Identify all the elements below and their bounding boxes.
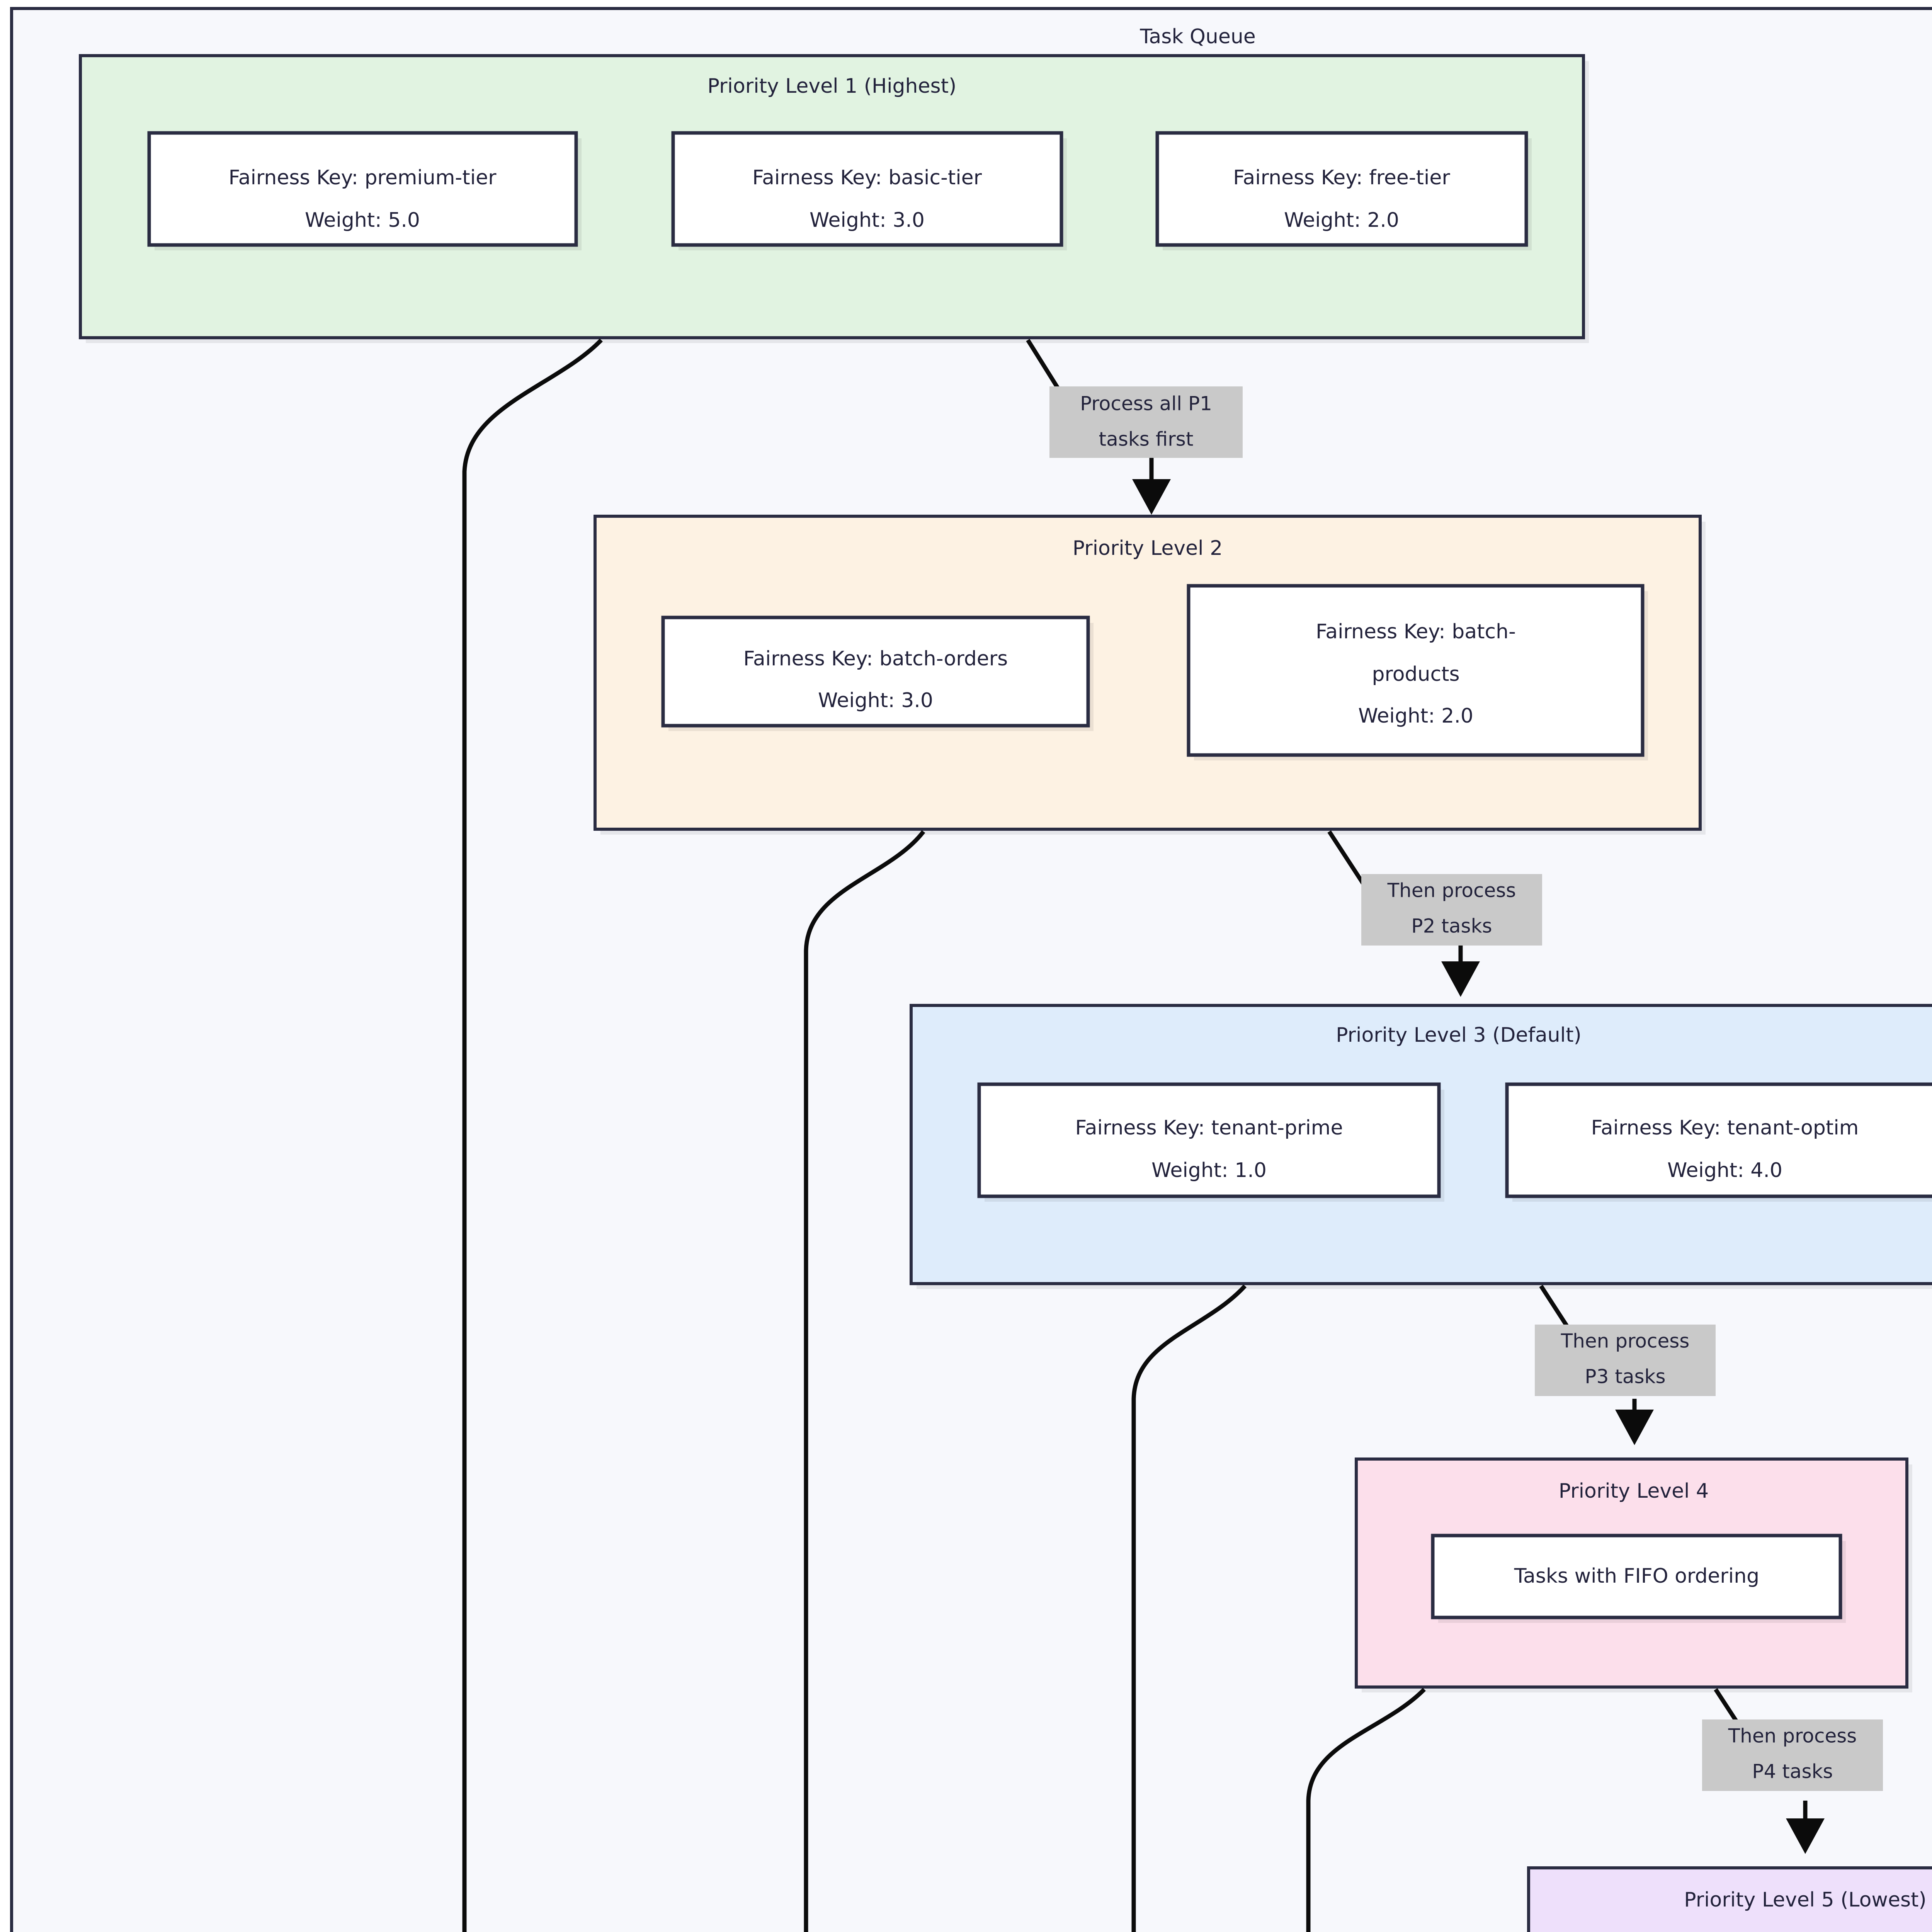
cluster-priority-3: Priority Level 3 (Default) Fairness Key:… <box>910 1004 1932 1289</box>
p2a-line1: Fairness Key: batch-orders <box>743 647 1008 670</box>
edge-label-p3-p4-line2: P3 tasks <box>1585 1366 1665 1388</box>
edge-label-p4-p5-bg <box>1702 1719 1883 1791</box>
edge-label-p4-p5-line1: Then process <box>1728 1725 1857 1747</box>
p1c-line1: Fairness Key: free-tier <box>1233 166 1450 189</box>
edge-p4-to-workers <box>1306 1688 1426 1932</box>
p2b-line2: products <box>1372 663 1459 686</box>
p1b-line1: Fairness Key: basic-tier <box>752 166 982 189</box>
cluster-priority-4: Priority Level 4 Tasks with FIFO orderin… <box>1355 1458 1912 1692</box>
p1a-rect[interactable] <box>147 131 578 247</box>
edge-label-p1-p2-line2: tasks first <box>1099 428 1194 451</box>
p1-title: Priority Level 1 (Highest) <box>707 75 957 98</box>
p1a-line1: Fairness Key: premium-tier <box>228 166 497 189</box>
edge-label-p3-p4: Then process P3 tasks <box>1535 1325 1716 1396</box>
p3b-line2: Weight: 4.0 <box>1667 1159 1782 1182</box>
edge-p2-to-p3 <box>1327 830 1480 997</box>
edge-label-p3-p4-bg <box>1535 1325 1716 1396</box>
node-p3-tenant-optim[interactable]: Fairness Key: tenant-optim Weight: 4.0 <box>1505 1082 1932 1202</box>
p5-title: Priority Level 5 (Lowest) <box>1684 1888 1926 1912</box>
cluster-priority-2: Priority Level 2 Fairness Key: batch-ord… <box>594 515 1706 835</box>
node-p3-tenant-prime[interactable]: Fairness Key: tenant-prime Weight: 1.0 <box>977 1082 1444 1202</box>
p5-rect <box>1527 1866 1932 1932</box>
edge-p1-to-workers <box>462 338 603 1932</box>
p3b-line1: Fairness Key: tenant-optim <box>1591 1116 1859 1139</box>
p4a-rect[interactable] <box>1431 1534 1842 1619</box>
node-p4-fifo[interactable]: Tasks with FIFO ordering <box>1431 1534 1846 1623</box>
cluster-priority-1: Priority Level 1 (Highest) Fairness Key:… <box>79 54 1589 343</box>
node-p2-batch-products[interactable]: Fairness Key: batch- products Weight: 2.… <box>1187 584 1648 760</box>
p3b-rect[interactable] <box>1505 1082 1932 1198</box>
p2a-rect[interactable] <box>661 616 1090 728</box>
arrowhead-p4-p5 <box>1786 1818 1825 1854</box>
p1c-line2: Weight: 2.0 <box>1284 209 1399 232</box>
p1b-rect[interactable] <box>671 131 1063 247</box>
p1b-line2: Weight: 3.0 <box>810 209 925 232</box>
p2a-line2: Weight: 3.0 <box>818 689 933 712</box>
p4-title: Priority Level 4 <box>1559 1480 1709 1503</box>
p1c-rect[interactable] <box>1155 131 1528 247</box>
p2b-rect[interactable] <box>1187 584 1645 757</box>
node-p1-free-tier[interactable]: Fairness Key: free-tier Weight: 2.0 <box>1155 131 1532 250</box>
arrowhead-p2-p3 <box>1441 961 1480 997</box>
p1a-line2: Weight: 5.0 <box>305 209 420 232</box>
task-queue-title: Task Queue <box>1139 25 1256 48</box>
node-p1-basic-tier[interactable]: Fairness Key: basic-tier Weight: 3.0 <box>671 131 1067 250</box>
arrowhead-p1-p2 <box>1132 479 1171 515</box>
p2b-line3: Weight: 2.0 <box>1358 704 1473 728</box>
p3a-line2: Weight: 1.0 <box>1151 1159 1267 1182</box>
edge-label-p2-p3-bg <box>1361 874 1542 946</box>
cluster-priority-5: Priority Level 5 (Lowest) Tasks with FIF… <box>1527 1866 1932 1932</box>
edge-label-p1-p2-bg <box>1049 386 1243 458</box>
edge-label-p1-p2: Process all P1 tasks first <box>1049 386 1243 458</box>
edge-p2-to-workers <box>804 830 925 1932</box>
arrowhead-p3-p4 <box>1615 1410 1654 1445</box>
edge-label-p2-p3: Then process P2 tasks <box>1361 874 1542 946</box>
node-p2-batch-orders[interactable]: Fairness Key: batch-orders Weight: 3.0 <box>661 616 1094 731</box>
edge-label-p2-p3-line1: Then process <box>1387 879 1516 902</box>
node-p1-premium-tier[interactable]: Fairness Key: premium-tier Weight: 5.0 <box>147 131 582 250</box>
p3-title: Priority Level 3 (Default) <box>1336 1024 1582 1047</box>
edge-label-p3-p4-line1: Then process <box>1561 1330 1690 1352</box>
p3a-line1: Fairness Key: tenant-prime <box>1075 1116 1343 1139</box>
p2-title: Priority Level 2 <box>1073 537 1223 560</box>
p4a-line1: Tasks with FIFO ordering <box>1514 1565 1759 1588</box>
edge-label-p1-p2-line1: Process all P1 <box>1080 393 1212 415</box>
edge-label-p4-p5-line2: P4 tasks <box>1752 1760 1833 1783</box>
edge-label-p2-p3-line2: P2 tasks <box>1411 915 1492 937</box>
edge-p3-to-workers <box>1131 1284 1247 1932</box>
p3a-rect[interactable] <box>977 1082 1441 1198</box>
p2b-line1: Fairness Key: batch- <box>1316 620 1516 643</box>
edge-label-p4-p5: Then process P4 tasks <box>1702 1719 1883 1791</box>
